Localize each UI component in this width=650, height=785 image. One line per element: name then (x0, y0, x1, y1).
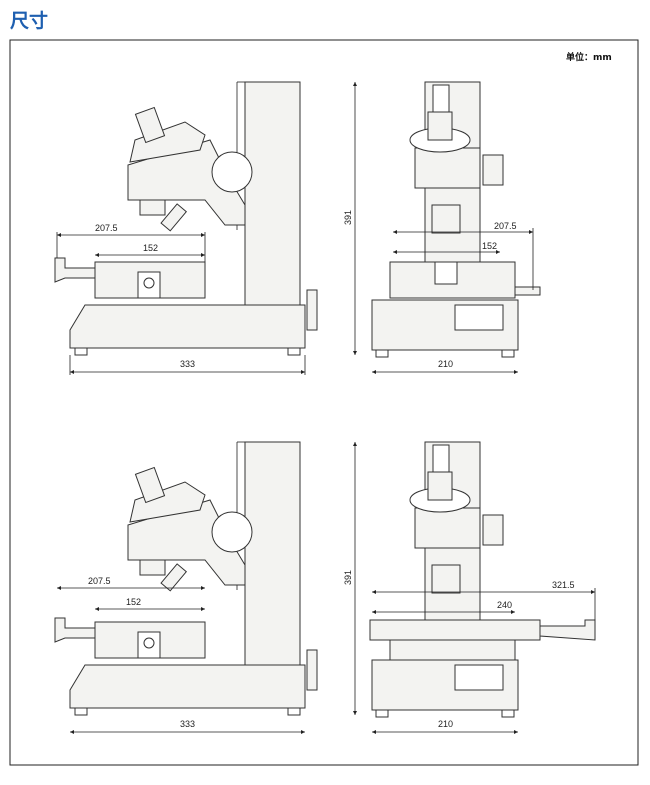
dim-stage-width: 152 (126, 597, 141, 607)
front-view-top: 391 207.5 152 210 (343, 81, 541, 374)
side-view-bottom: 207.5 152 333 (54, 441, 318, 734)
dim-height: 391 (343, 210, 353, 225)
dim-stage-width: 152 (143, 243, 158, 253)
side-view-top: 207.5 152 333 (54, 81, 318, 375)
dim-base-width: 210 (438, 719, 453, 729)
unit-label: 单位：mm (566, 51, 612, 63)
front-view-bottom: 391 321.5 240 210 (343, 441, 596, 734)
dim-stage-reach: 207.5 (88, 576, 111, 586)
dim-base-width: 210 (438, 359, 453, 369)
dim-stage-width: 240 (497, 600, 512, 610)
dim-stage-width: 152 (482, 241, 497, 251)
section-title: 尺寸 (10, 10, 49, 32)
drawing-frame (9, 39, 639, 766)
dim-stage-reach: 207.5 (95, 223, 118, 233)
dim-base-length: 333 (180, 719, 195, 729)
dim-stage-reach: 321.5 (552, 580, 575, 590)
dim-base-length: 333 (180, 359, 195, 369)
dim-height: 391 (343, 570, 353, 585)
dim-stage-reach: 207.5 (494, 221, 517, 231)
